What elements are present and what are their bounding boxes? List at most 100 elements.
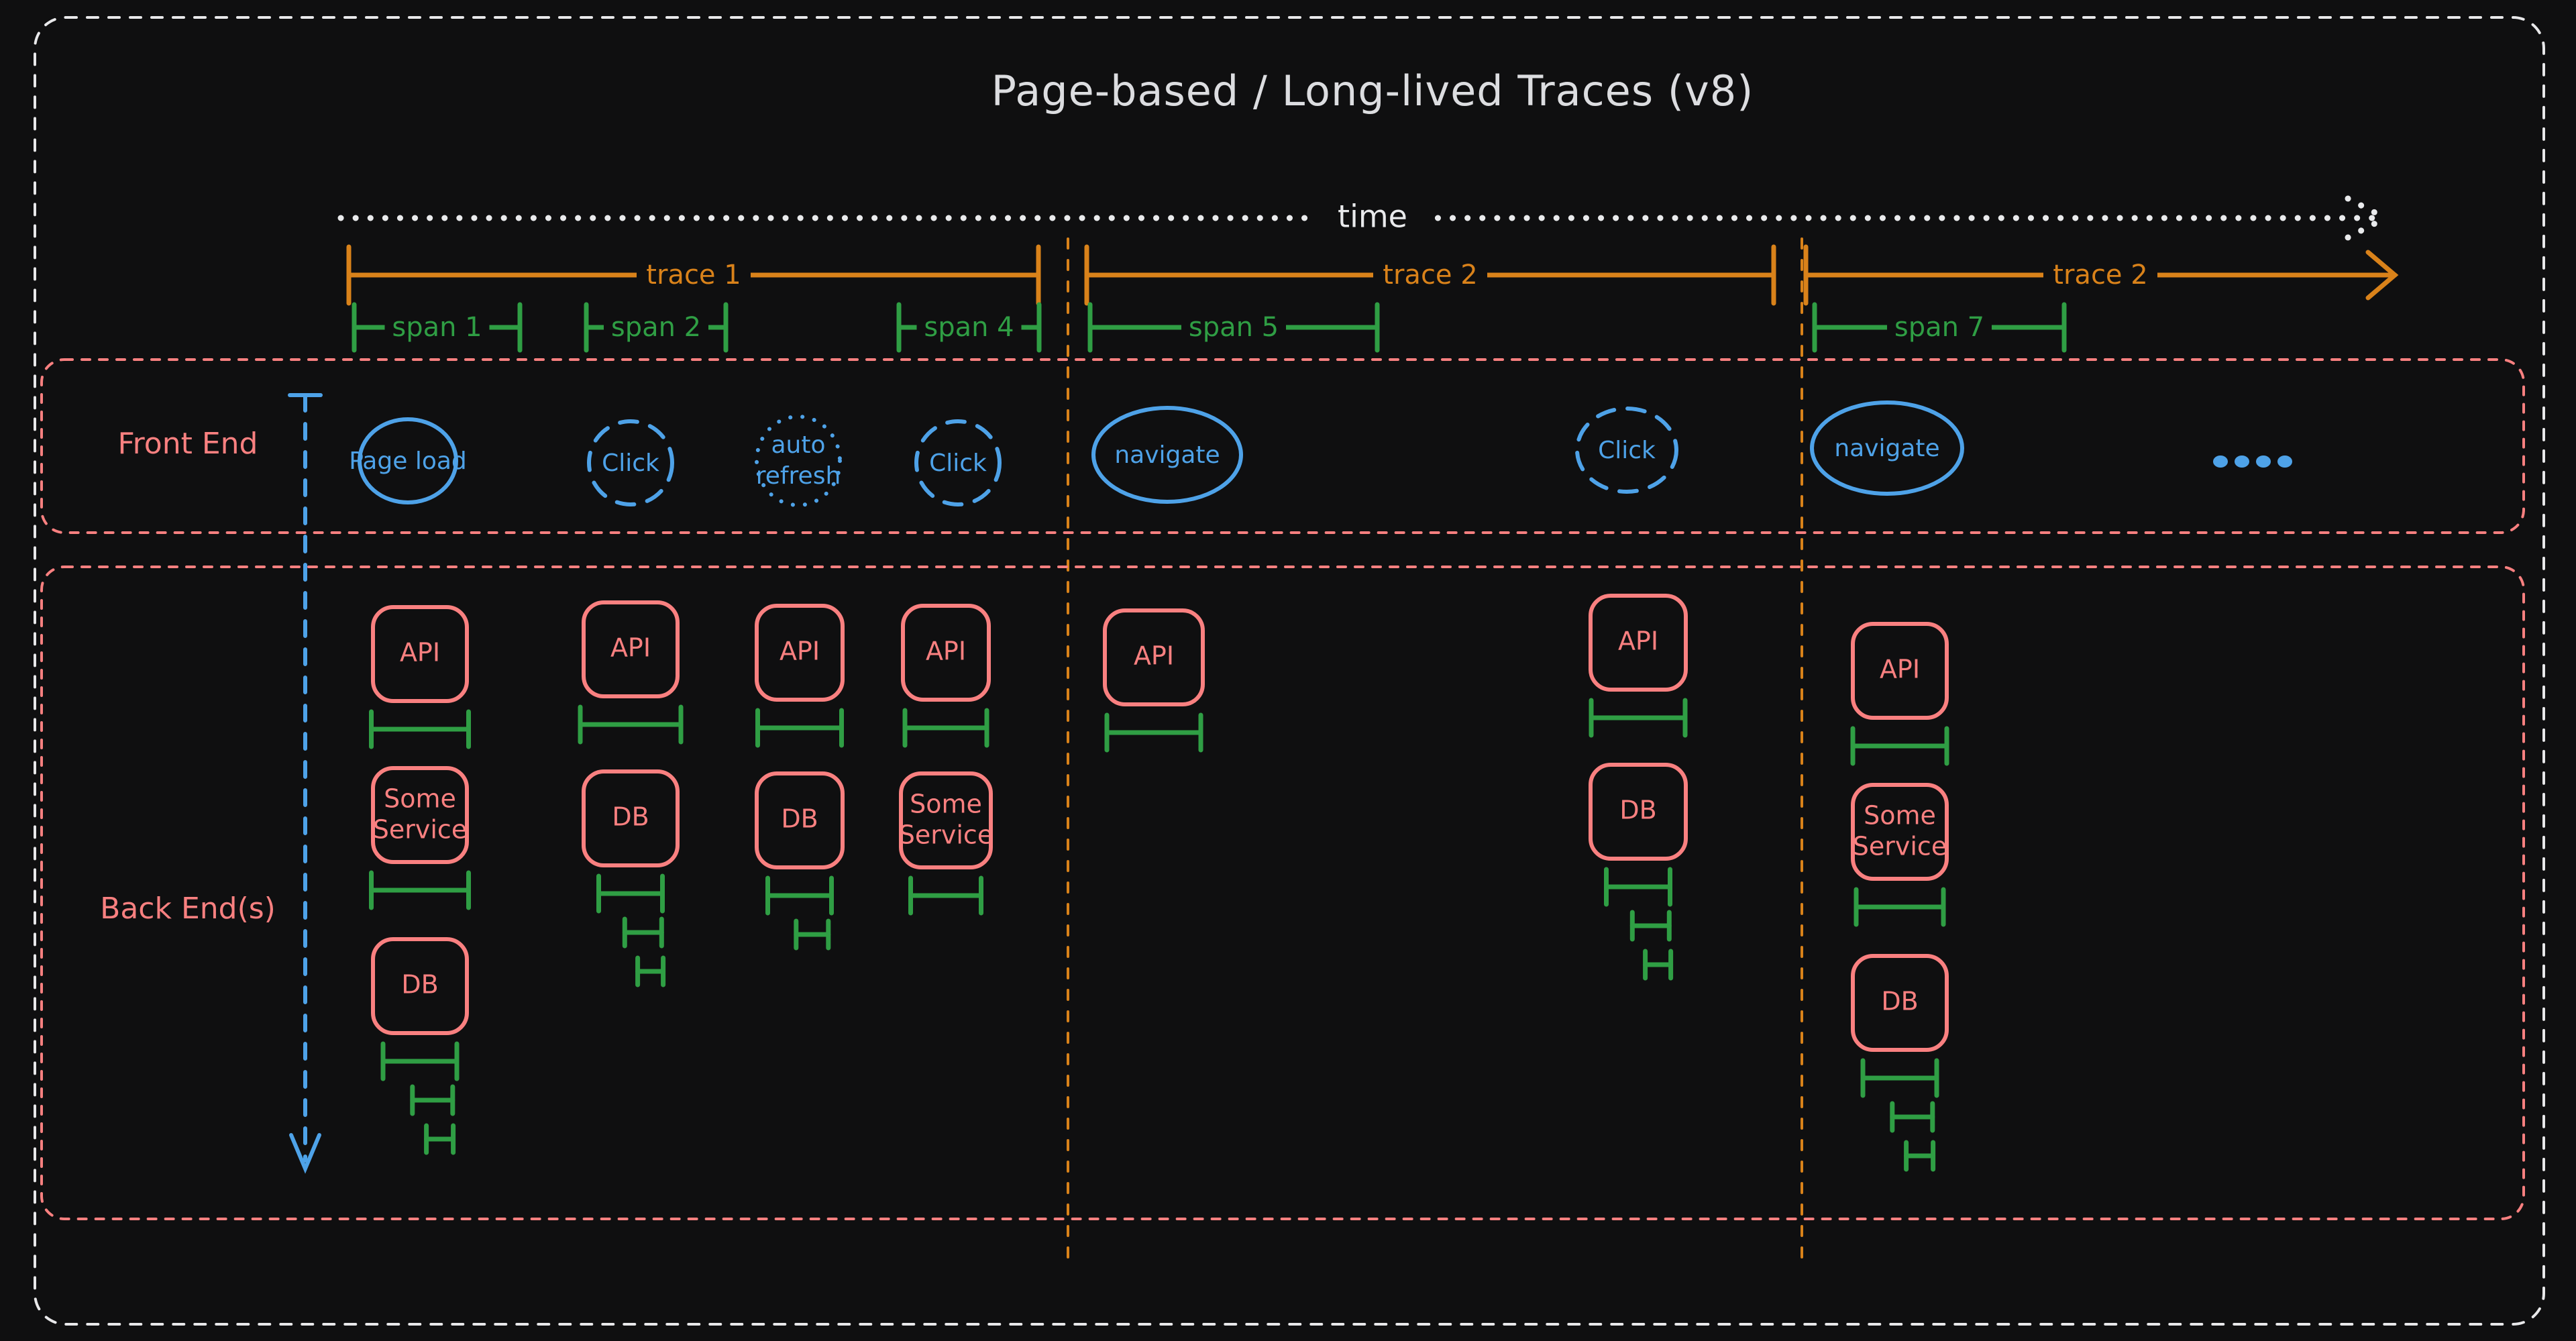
backend-node-label: Some xyxy=(910,790,982,819)
backend-node-label: DB xyxy=(1881,987,1918,1016)
backend-node[interactable]: DB xyxy=(1589,763,1688,981)
frontend-node[interactable]: Click xyxy=(1575,407,1678,494)
frontend-node-label: auto xyxy=(771,431,825,459)
timeline-span: span 7 xyxy=(1812,302,2067,353)
trace-dividers-layer xyxy=(1067,237,1803,1263)
frontend-node-outline xyxy=(587,419,674,506)
backend-node-box xyxy=(755,771,845,869)
ellipsis-dot xyxy=(2213,455,2228,468)
backend-node-box xyxy=(371,766,469,864)
trace-bar: trace 2 xyxy=(1803,244,2399,306)
backend-node[interactable]: DB xyxy=(582,769,680,987)
backend-node[interactable]: API xyxy=(369,605,471,749)
frontend-node-label: navigate xyxy=(1834,435,1939,462)
backend-node[interactable]: DB xyxy=(1851,954,1949,1172)
trace-bar: trace 1 xyxy=(346,244,1041,306)
frontend-node-outline xyxy=(914,419,1002,506)
span-label: span 1 xyxy=(392,312,482,343)
frontend-node-outline xyxy=(755,415,842,507)
backend-node-box xyxy=(1851,783,1949,881)
backend-node-label: API xyxy=(1618,627,1658,656)
backend-node-box xyxy=(755,604,845,702)
backend-node-label: API xyxy=(926,637,966,666)
lane-back-end: Back End(s) xyxy=(40,566,2525,1220)
frontend-node-label: Page load xyxy=(349,447,467,475)
trace-end-arrow xyxy=(2365,250,2399,301)
ellipsis-dot xyxy=(2256,455,2271,468)
backend-column: API DB xyxy=(755,604,845,951)
span-label-bg xyxy=(916,310,1022,345)
backend-nodes-layer: APISomeServiceDBAPIDBAPIDBAPISomeService… xyxy=(369,594,1949,1172)
backend-node-label: Some xyxy=(384,784,456,814)
backend-node-label: DB xyxy=(1619,796,1656,825)
time-label-bg xyxy=(1315,199,1429,239)
backend-node-box xyxy=(582,600,680,698)
frontend-node-outline xyxy=(1575,407,1678,494)
frontend-node-label: refresh xyxy=(756,462,841,490)
backend-node[interactable]: DB xyxy=(755,771,845,951)
frontend-node[interactable]: Page load xyxy=(349,417,467,504)
time-axis: time xyxy=(337,195,2389,241)
ellipsis-dot xyxy=(2235,455,2249,468)
frontend-node[interactable]: Click xyxy=(587,419,674,506)
backend-node[interactable]: API xyxy=(1589,594,1688,738)
backend-node-box xyxy=(582,769,680,867)
backend-node-box xyxy=(371,605,469,703)
trace-label-bg xyxy=(637,256,751,294)
lane-label: Back End(s) xyxy=(100,892,276,926)
trace-bar: trace 2 xyxy=(1084,244,1776,306)
page-title: Page-based / Long-lived Traces (v8) xyxy=(991,66,1754,115)
backend-node[interactable]: API xyxy=(1850,622,1949,766)
backend-node-label: DB xyxy=(781,804,818,834)
backend-node-label: DB xyxy=(401,970,438,1000)
backend-node[interactable]: API xyxy=(755,604,845,748)
frontend-node-label: Click xyxy=(1598,437,1656,464)
span-label-bg xyxy=(604,310,708,345)
outer-frame xyxy=(34,16,2545,1326)
trace-label-bg xyxy=(1373,256,1487,294)
backend-node[interactable]: API xyxy=(901,604,991,748)
backend-column: API DB xyxy=(1589,594,1688,981)
backend-node-label: API xyxy=(400,638,440,667)
frontend-node-label: Click xyxy=(602,449,659,477)
lane-border xyxy=(40,566,2525,1220)
lane-border xyxy=(40,358,2525,534)
backend-node-label: Some xyxy=(1864,801,1936,830)
timeline-span: span 2 xyxy=(584,302,729,353)
trace-label-bg xyxy=(2043,256,2157,294)
frontend-node[interactable]: navigate xyxy=(1810,400,1964,496)
backend-node-box xyxy=(901,604,991,702)
backend-node[interactable]: DB xyxy=(371,937,469,1155)
backend-node-label: Service xyxy=(373,815,467,845)
backend-node[interactable]: API xyxy=(1103,608,1205,753)
frontend-node[interactable]: Click xyxy=(914,419,1002,506)
backend-node[interactable]: API xyxy=(578,600,684,745)
frontend-node[interactable]: auto refresh xyxy=(755,415,842,507)
ellipsis-dot xyxy=(2277,455,2292,468)
backend-node-box xyxy=(899,771,993,869)
lane-front-end: Front End xyxy=(40,358,2525,534)
frontend-ellipsis xyxy=(2213,455,2292,468)
backend-node-box xyxy=(1103,608,1205,706)
trace-label: trace 2 xyxy=(1383,260,1477,290)
frontend-node[interactable]: navigate xyxy=(1091,406,1243,504)
backend-node-box xyxy=(1851,622,1949,720)
span-label: span 4 xyxy=(924,312,1014,343)
span-label: span 2 xyxy=(611,312,701,343)
span-label-bg xyxy=(1887,310,1992,345)
backend-node-label: Service xyxy=(1853,832,1947,861)
timeline-span: span 1 xyxy=(352,302,523,353)
backend-node-label: DB xyxy=(612,802,649,832)
backend-node-label: API xyxy=(1134,641,1174,671)
